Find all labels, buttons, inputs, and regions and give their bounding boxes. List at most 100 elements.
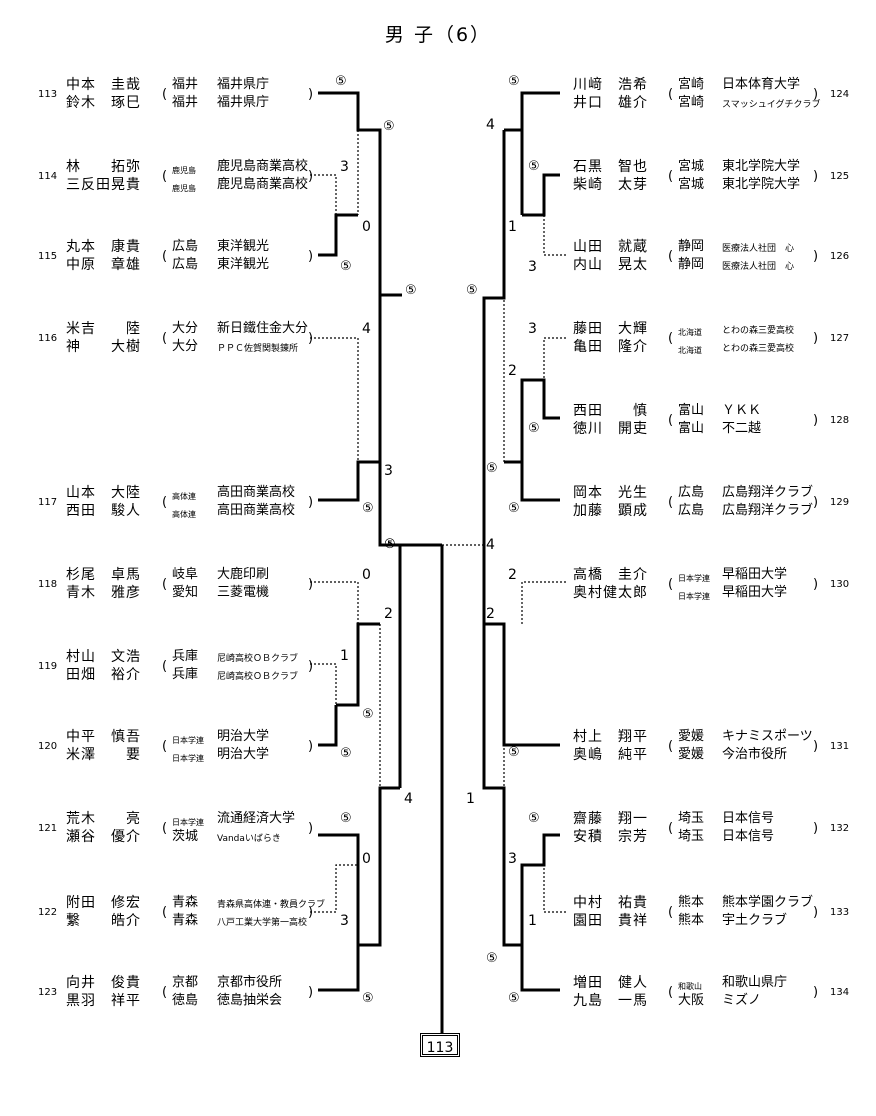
paren-close: ) [308,577,314,592]
club-name: ＹＫＫ [722,403,762,418]
paren-open: ( [162,169,168,184]
entry-number: 134 [830,987,850,998]
prefecture: 岐阜 [172,567,199,582]
paren-open: ( [668,87,674,102]
match-score: 1 [508,219,517,235]
club-name: 医療法人社団 心 [722,244,795,254]
club-name: 青森県高体連・教員クラブ [217,900,326,910]
match-score: 0 [362,851,371,867]
paren-open: ( [162,249,168,264]
club-name: 熊本学園クラブ [722,895,814,910]
match-score: 1 [466,791,475,807]
player-name: 奥村健太郎 [573,585,648,601]
prefecture: 宮城 [678,159,705,174]
match-score: 4 [486,537,495,553]
prefecture: 兵庫 [172,649,199,664]
match-score: ⑤ [508,74,520,89]
paren-open: ( [668,985,674,1000]
match-score: 4 [404,791,413,807]
club-name: 三菱電機 [217,585,270,600]
paren-close: ) [308,87,314,102]
paren-close: ) [813,821,819,836]
paren-close: ) [813,739,819,754]
entry-number: 125 [830,171,850,182]
match-score: ⑤ [528,159,540,174]
paren-close: ) [308,739,314,754]
player-name: 内山 晃太 [573,257,648,273]
paren-close: ) [813,413,819,428]
entry-number: 132 [830,823,850,834]
player-name: 中平 慎吾 [66,729,141,745]
match-score: 1 [340,648,349,664]
player-name: 丸本 康貴 [66,239,141,255]
paren-close: ) [308,249,314,264]
prefecture: 富山 [678,403,705,418]
club-name: とわの森三愛高校 [722,344,795,354]
prefecture: 広島 [172,257,199,272]
prefecture: 青森 [172,913,199,928]
player-name: 徳川 開吏 [573,421,648,437]
match-score: ⑤ [362,501,374,516]
match-score: 2 [384,606,393,622]
match-score: ⑤ [384,537,396,552]
prefecture: 茨城 [172,829,199,844]
player-name: 山田 就蔵 [573,239,648,255]
match-score: ⑤ [508,501,520,516]
player-name: 井口 雄介 [573,95,648,111]
entry-number: 126 [830,251,850,262]
paren-open: ( [162,985,168,1000]
match-score: ⑤ [528,421,540,436]
prefecture: 埼玉 [678,829,705,844]
prefecture: 青森 [172,895,199,910]
paren-close: ) [308,169,314,184]
match-score: ⑤ [335,74,347,89]
prefecture: 鹿児島 [172,184,196,193]
match-score: 0 [362,567,371,583]
paren-open: ( [668,905,674,920]
paren-open: ( [162,87,168,102]
prefecture: 広島 [172,239,199,254]
paren-open: ( [668,577,674,592]
prefecture: 熊本 [678,895,705,910]
club-name: 東北学院大学 [722,159,801,174]
match-score: 4 [486,117,495,133]
player-name: 山本 大陸 [66,485,141,501]
entry-number: 120 [38,741,58,752]
player-name: 荒木 亮 [66,811,141,827]
match-score: ⑤ [340,811,352,826]
player-name: 奥嶋 純平 [573,747,648,763]
page-title: 男 子（6） [384,24,492,46]
club-name: 今治市役所 [722,747,788,762]
player-name: 村山 文浩 [66,649,141,665]
club-name: Vandaいばらき [217,834,281,844]
club-name: 京都市役所 [217,975,283,990]
club-name: 福井県庁 [217,95,270,110]
match-score: 3 [508,851,517,867]
prefecture: 大分 [172,321,199,336]
match-score: 2 [486,606,495,622]
club-name: 日本信号 [722,811,775,826]
match-score: ⑤ [362,991,374,1006]
match-score: ⑤ [486,951,498,966]
match-score: ⑤ [528,811,540,826]
club-name: 日本信号 [722,829,775,844]
paren-open: ( [162,821,168,836]
club-name: 広島翔洋クラブ [722,485,814,500]
prefecture: 北海道 [678,328,702,337]
club-name: 尼崎高校ＯＢクラブ [217,654,299,664]
match-score: 3 [340,159,349,175]
club-name: 大鹿印刷 [217,567,270,582]
player-name: 西田 駿人 [66,503,141,519]
match-score: 3 [528,259,537,275]
paren-open: ( [162,577,168,592]
match-score: 3 [340,913,349,929]
entry-number: 116 [38,333,58,344]
club-name: 明治大学 [217,747,270,762]
entry-number: 131 [830,741,850,752]
club-name: 宇土クラブ [722,913,788,928]
entry-number: 114 [38,171,58,182]
paren-close: ) [308,905,314,920]
paren-open: ( [668,413,674,428]
player-name: 三反田晃貴 [66,177,141,193]
paren-open: ( [162,739,168,754]
